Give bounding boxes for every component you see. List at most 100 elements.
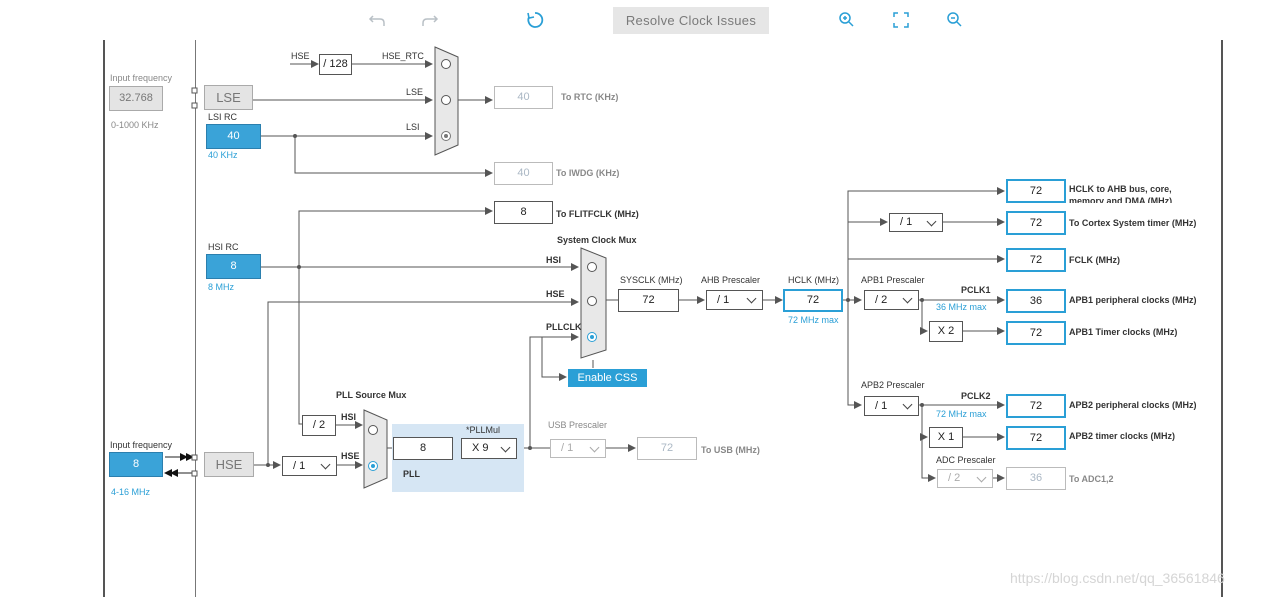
rtc-hse-label: HSE (291, 51, 310, 61)
sysmux-hse-label: HSE (546, 289, 565, 299)
ahb-prescaler-label: AHB Prescaler (701, 275, 761, 285)
hsi-div2-box: / 2 (302, 415, 336, 436)
usb-prescaler-select[interactable]: / 1 (550, 439, 606, 458)
chevron-down-icon (320, 459, 331, 470)
adc-output-field[interactable]: 36 (1006, 467, 1066, 490)
hse-prediv-select[interactable]: / 1 (282, 456, 337, 476)
hse-range-label: 4-16 MHz (111, 487, 151, 497)
pllmux-hsi-radio[interactable] (368, 425, 378, 435)
lse-input-frequency-label: Input frequency (110, 73, 173, 83)
lsi-rc-label: LSI RC (208, 112, 238, 122)
apb2-timer-label: APB2 timer clocks (MHz) (1069, 431, 1176, 441)
refresh-icon[interactable] (525, 10, 545, 30)
chevron-down-icon (746, 293, 757, 304)
canvas-right-border (1221, 40, 1223, 597)
zoom-out-icon[interactable] (945, 10, 965, 30)
apb2-prescaler-label: APB2 Prescaler (861, 380, 925, 390)
pll-label: PLL (403, 469, 420, 479)
canvas-left-border (103, 40, 105, 597)
usb-output-field[interactable]: 72 (637, 437, 697, 460)
fclk-output-field[interactable]: 72 (1006, 248, 1066, 272)
pll-source-mux-title: PLL Source Mux (336, 390, 407, 400)
fit-screen-icon[interactable] (891, 10, 911, 30)
sysclk-label: SYSCLK (MHz) (620, 275, 683, 285)
lsi-rc-source[interactable]: 40 (206, 124, 261, 149)
pllmux-hse-radio[interactable] (368, 461, 378, 471)
pll-source-mux-shape (363, 409, 388, 489)
cortex-prescaler-select[interactable]: / 1 (889, 213, 943, 232)
hse-input-frequency-field[interactable]: 8 (109, 452, 163, 477)
rtc-output-field[interactable]: 40 (494, 86, 553, 109)
enable-css-button[interactable]: Enable CSS (568, 369, 647, 387)
adc-prescaler-value: / 2 (948, 472, 961, 484)
apb2-peripheral-output-field[interactable]: 72 (1006, 394, 1066, 418)
hclk-field[interactable]: 72 (783, 289, 843, 312)
hclk-ahb-label: HCLK to AHB bus, core, memory and DMA (M… (1069, 184, 1173, 203)
apb2-prescaler-value: / 1 (875, 400, 888, 412)
chevron-down-icon (500, 442, 511, 452)
lse-range-label: 0-1000 KHz (111, 120, 159, 130)
to-iwdg-label: To IWDG (KHz) (556, 168, 620, 178)
to-flitfclk-label: To FLITFCLK (MHz) (556, 209, 639, 219)
lsi-unit-label: 40 KHz (208, 150, 238, 160)
usb-prescaler-value: / 1 (561, 442, 574, 454)
sysmux-hsi-radio[interactable] (587, 262, 597, 272)
sysmux-hse-radio[interactable] (587, 296, 597, 306)
cortex-timer-output-field[interactable]: 72 (1006, 211, 1066, 235)
pllmux-hsi-label: HSI (341, 412, 357, 422)
adc-prescaler-label: ADC Prescaler (936, 455, 996, 465)
rtc-lsi-label: LSI (406, 122, 420, 132)
hse-rtc-label: HSE_RTC (382, 51, 424, 61)
ahb-prescaler-select[interactable]: / 1 (706, 290, 763, 310)
hse-div128-box: / 128 (319, 54, 352, 75)
apb1-prescaler-select[interactable]: / 2 (864, 290, 919, 310)
to-adc-label: To ADC1,2 (1069, 474, 1114, 484)
hsi-rc-source[interactable]: 8 (206, 254, 261, 279)
sysmux-pllclk-radio[interactable] (587, 332, 597, 342)
sysmux-pllclk-label: PLLCLK (546, 322, 582, 332)
iwdg-output-field[interactable]: 40 (494, 162, 553, 185)
chevron-down-icon (926, 216, 937, 226)
pllmul-select[interactable]: X 9 (461, 438, 517, 459)
apb1-peripheral-output-field[interactable]: 36 (1006, 289, 1066, 313)
watermark: https://blog.csdn.net/qq_36561846 (1010, 570, 1225, 586)
rtc-mux-lsi-radio[interactable] (441, 131, 451, 141)
chevron-down-icon (589, 442, 600, 452)
hse-input-frequency-label: Input frequency (110, 440, 173, 450)
sysmux-hsi-label: HSI (546, 255, 562, 265)
redo-icon[interactable] (420, 10, 440, 30)
pclk1-label: PCLK1 (961, 285, 991, 295)
rtc-mux-lse-radio[interactable] (441, 95, 451, 105)
lse-input-frequency-field[interactable]: 32.768 (109, 86, 163, 111)
flitfclk-output-field[interactable]: 8 (494, 201, 553, 224)
system-clock-mux-title: System Clock Mux (557, 235, 637, 245)
apb1-timer-multiplier: X 2 (929, 321, 963, 342)
pllmux-hse-label: HSE (341, 451, 360, 461)
apb1-prescaler-label: APB1 Prescaler (861, 275, 925, 285)
hclk-ahb-output-field[interactable]: 72 (1006, 179, 1066, 203)
to-rtc-label: To RTC (KHz) (561, 92, 619, 102)
apb1-timer-label: APB1 Timer clocks (MHz) (1069, 327, 1178, 337)
sysclk-field[interactable]: 72 (618, 289, 679, 312)
rtc-lse-label: LSE (406, 87, 424, 97)
pclk2-max-label: 72 MHz max (936, 409, 987, 419)
resolve-clock-issues-button[interactable]: Resolve Clock Issues (613, 7, 769, 34)
apb1-prescaler-value: / 2 (875, 294, 888, 306)
hclk-label: HCLK (MHz) (788, 275, 839, 285)
lse-source-box[interactable]: LSE (204, 85, 253, 110)
apb2-timer-output-field[interactable]: 72 (1006, 426, 1066, 450)
pll-input-field[interactable]: 8 (393, 437, 453, 460)
chevron-down-icon (902, 293, 913, 304)
hse-prediv-value: / 1 (293, 460, 306, 472)
adc-prescaler-select[interactable]: / 2 (937, 469, 993, 488)
apb1-timer-output-field[interactable]: 72 (1006, 321, 1066, 345)
apb2-peripheral-label: APB2 peripheral clocks (MHz) (1069, 400, 1197, 410)
hse-source-box[interactable]: HSE (204, 452, 254, 477)
rtc-mux-hse-radio[interactable] (441, 59, 451, 69)
undo-icon[interactable] (367, 10, 387, 30)
fclk-label: FCLK (MHz) (1069, 255, 1120, 265)
apb2-timer-multiplier: X 1 (929, 427, 963, 448)
zoom-in-icon[interactable] (837, 10, 857, 30)
apb2-prescaler-select[interactable]: / 1 (864, 396, 919, 416)
hclk-max-label: 72 MHz max (788, 315, 839, 325)
